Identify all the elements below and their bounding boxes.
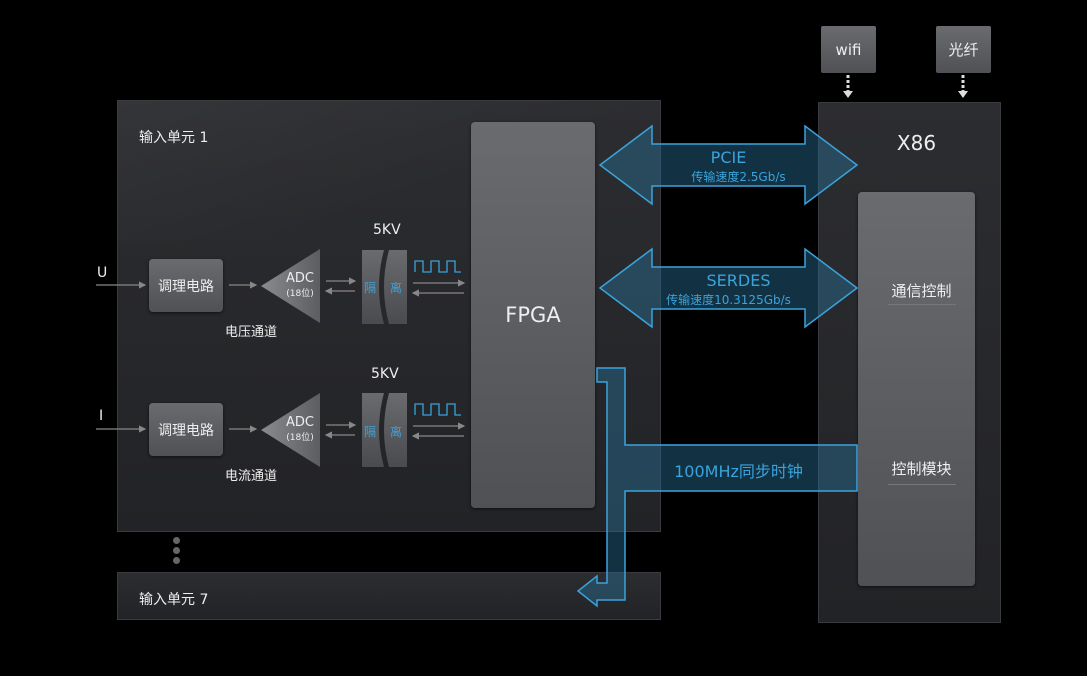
pcie-link-arrow [598, 124, 859, 206]
wifi-label: wifi [835, 40, 862, 59]
voltage-adc-label: ADC (18位) [286, 271, 314, 299]
current-isolation-right: 离 [390, 425, 403, 439]
current-channel-caption: 电流通道 [225, 469, 278, 484]
comm-control-label: 通信控制 [891, 282, 952, 300]
current-adc-label: ADC (18位) [286, 415, 314, 443]
voltage-channel-caption: 电压通道 [225, 325, 278, 340]
fiber-box: 光纤 [936, 26, 991, 73]
serdes-name: SERDES [706, 271, 771, 290]
fpga-block: FPGA [471, 122, 595, 508]
x86-title: X86 [896, 131, 937, 155]
voltage-isolation-voltage: 5KV [373, 222, 401, 238]
x86-inner-block [858, 192, 975, 586]
fiber-label: 光纤 [948, 41, 979, 59]
voltage-square-wave [414, 260, 461, 273]
voltage-isolation-left: 隔 [364, 281, 377, 295]
current-conditioning-block: 调理电路 [149, 403, 223, 456]
comm-control-underline [888, 304, 956, 305]
input-unit-7-panel [117, 572, 661, 620]
voltage-conditioning-block: 调理电路 [149, 259, 223, 312]
current-isolator [362, 393, 407, 467]
current-square-wave [414, 403, 461, 416]
voltage-isolator [362, 250, 407, 324]
voltage-input-label: U [97, 265, 108, 281]
serdes-link-arrow [598, 247, 859, 329]
input-unit-7-title: 输入单元 7 [139, 592, 209, 608]
control-module-underline [888, 484, 956, 485]
fpga-label: FPGA [505, 303, 561, 327]
pcie-speed: 传输速度2.5Gb/s [691, 170, 786, 184]
clock-path [576, 367, 858, 608]
more-units-ellipsis [173, 537, 180, 564]
voltage-adc-triangle [261, 249, 320, 323]
wifi-box: wifi [821, 26, 876, 73]
current-isolation-voltage: 5KV [371, 366, 399, 382]
current-adc-triangle [261, 393, 320, 467]
serdes-speed: 传输速度10.3125Gb/s [666, 293, 791, 307]
input-unit-1-title: 输入单元 1 [139, 130, 209, 146]
current-input-label: I [99, 408, 104, 424]
current-isolation-left: 隔 [364, 425, 377, 439]
clock-name: 100MHz同步时钟 [674, 462, 803, 481]
pcie-name: PCIE [710, 148, 747, 167]
voltage-isolation-right: 离 [390, 281, 403, 295]
control-module-label: 控制模块 [891, 460, 952, 478]
